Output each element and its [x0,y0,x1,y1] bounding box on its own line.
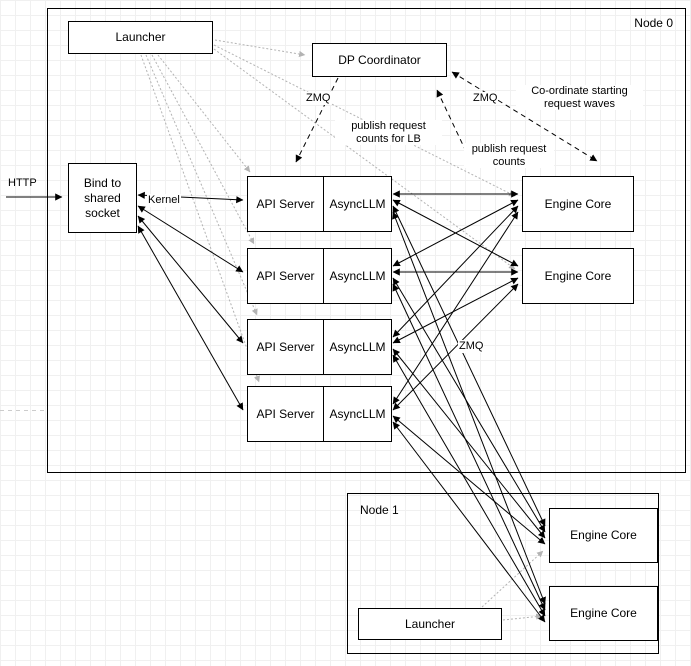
api-server-box: API Server [248,387,324,441]
launcher-node1-box: Launcher [358,608,502,640]
api-server-box: API Server [248,320,324,374]
bind-api-arrows [137,191,244,411]
publish-request-counts-lb-label: publish request counts for LB [335,120,442,146]
engine-core-node1-box-1: Engine Core [549,508,658,563]
dp-coordinator-box: DP Coordinator [312,43,447,77]
engine-core-node0-box-2: Engine Core [522,248,634,304]
launcher-node0-box: Launcher [68,21,213,54]
asyncllm-box: AsyncLLM [329,196,386,211]
engine-core-node1-box-2: Engine Core [549,586,658,641]
engine-core-node0-box-1: Engine Core [522,176,634,232]
api-server-box: API Server [248,177,324,231]
asyncllm-engine-arrows [392,190,546,623]
api-server-row-3: API Server AsyncLLM [247,319,392,375]
zmq-label-coordinator-right: ZMQ [472,92,499,105]
node0-title: Node 0 [634,16,673,30]
http-label: HTTP [8,177,37,189]
coordinate-request-waves-label: Co-ordinate starting request waves [516,85,643,111]
asyncllm-box: AsyncLLM [329,406,386,421]
api-server-box: API Server [248,249,324,303]
bind-shared-socket-box: Bind to shared socket [68,163,137,233]
asyncllm-box: AsyncLLM [329,268,386,283]
node0-container: Node 0 [47,8,686,473]
api-server-row-4: API Server AsyncLLM [247,386,392,442]
zmq-label-engine-mesh: ZMQ [458,340,485,353]
api-server-row-1: API Server AsyncLLM [247,176,392,232]
kernel-label: Kernel [147,194,181,207]
node1-title: Node 1 [360,503,399,517]
api-server-row-2: API Server AsyncLLM [247,248,392,304]
asyncllm-box: AsyncLLM [329,339,386,354]
zmq-label-coordinator-left: ZMQ [305,92,332,105]
publish-request-counts-label: publish request counts [464,143,554,169]
